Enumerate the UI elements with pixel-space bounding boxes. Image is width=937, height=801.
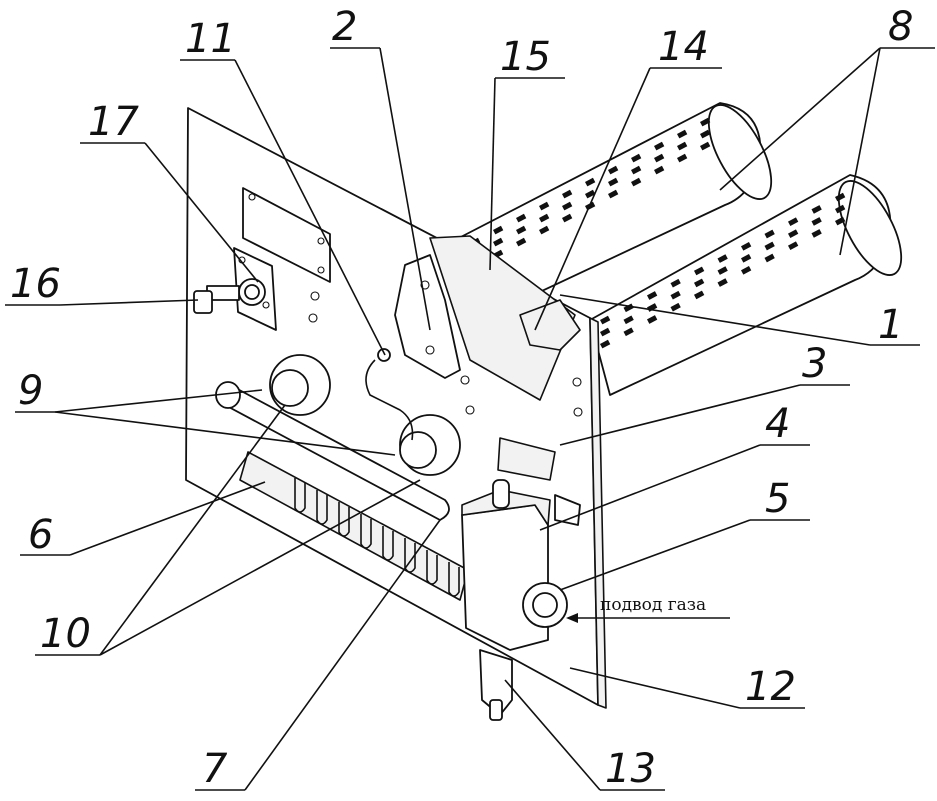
burner-slot [677,129,688,139]
burner-slot [835,192,846,202]
spacer-plate [519,299,581,351]
burner-slot [717,278,728,287]
burner-slot [516,213,527,223]
burner-slot [600,339,611,349]
callout-16: 16 [10,261,61,307]
burner-slot [788,241,799,251]
burner-slot [562,201,573,211]
burner-slot [516,237,527,247]
burner-slot [811,217,822,226]
burner-slot [835,216,846,226]
burner-slot [764,253,775,263]
burner-slot [694,266,705,276]
burner-slot [654,165,665,175]
burner-slot [608,177,619,187]
burner-slot [741,265,752,275]
burner-slot [717,254,728,263]
piezo-ignitor [479,649,513,721]
thermocouple-lead [365,348,414,441]
leader-lines [5,47,935,791]
callout-12: 12 [745,664,796,710]
burner-slot [654,153,665,163]
injector-nozzle [338,502,350,537]
callout-9: 9 [18,368,43,414]
injector-nozzle [316,490,328,525]
callout-3: 3 [802,341,827,387]
safety-valve-assembly [193,247,277,331]
injector-nozzle [382,526,394,561]
burner-slot [562,189,573,199]
burner-slot [623,303,634,313]
burner-slot [493,225,504,235]
burner-slot [717,266,728,275]
pilot-burners [215,354,461,521]
burner-slot [788,217,799,227]
burner-slot [740,253,752,263]
burner-slot [700,117,711,127]
burner-tube-lower [589,174,903,396]
burner-slot [493,237,504,247]
burner-slot [694,278,705,288]
burner-slot [539,201,550,211]
callout-5: 5 [765,476,790,522]
top-bracket [429,235,576,401]
injector-nozzle [426,550,438,585]
burner-slot [647,291,658,300]
burner-slot [631,177,642,187]
burner-slot [764,241,775,251]
gas-inlet-label: подвод газа [600,595,706,615]
injector-nozzle [448,562,460,597]
burner-slot [811,205,822,214]
burner-slot [811,229,822,238]
burner-slot [600,315,611,325]
burner-slot [623,327,634,337]
burner-slot [677,141,688,151]
burner-slot [670,302,681,312]
burner-slot [677,153,688,163]
callout-8: 8 [888,4,913,50]
burner-slot [788,229,799,239]
burner-slot [562,213,573,223]
burner-slot [694,290,705,300]
burner-slot [764,229,775,239]
burner-slot [631,153,642,163]
burner-slot [539,213,550,223]
burner-slot [539,225,550,235]
callout-labels: 1 2 3 4 5 6 7 8 9 10 11 12 13 14 15 16 1… [10,4,913,792]
callout-10: 10 [40,611,91,657]
burner-slot [608,189,619,199]
callout-1: 1 [878,302,903,348]
burner-slot [835,204,846,214]
burner-slot [585,177,596,187]
burner-slot [585,189,596,199]
callout-7: 7 [202,746,228,792]
callout-13: 13 [605,746,656,792]
name-plate [242,187,331,283]
burner-slot [623,315,634,325]
burner-slot [654,141,665,151]
burner-slot [670,278,681,288]
callout-15: 15 [500,34,551,80]
burner-slot [516,225,527,235]
burner-slot [740,241,752,251]
burner-slot [600,327,611,337]
callout-14: 14 [658,24,709,70]
callout-17: 17 [88,99,139,145]
burner-slot [700,129,711,139]
burner-slot [608,165,619,175]
burner-slot [647,315,658,324]
callout-11: 11 [185,16,236,62]
callout-4: 4 [765,401,790,447]
injector-nozzle [360,514,372,549]
burner-slot [670,290,681,300]
burner-slot [700,141,711,151]
callout-6: 6 [28,512,53,558]
burner-slot [631,165,642,175]
injector-nozzle [294,478,306,513]
callout-2: 2 [332,4,357,50]
